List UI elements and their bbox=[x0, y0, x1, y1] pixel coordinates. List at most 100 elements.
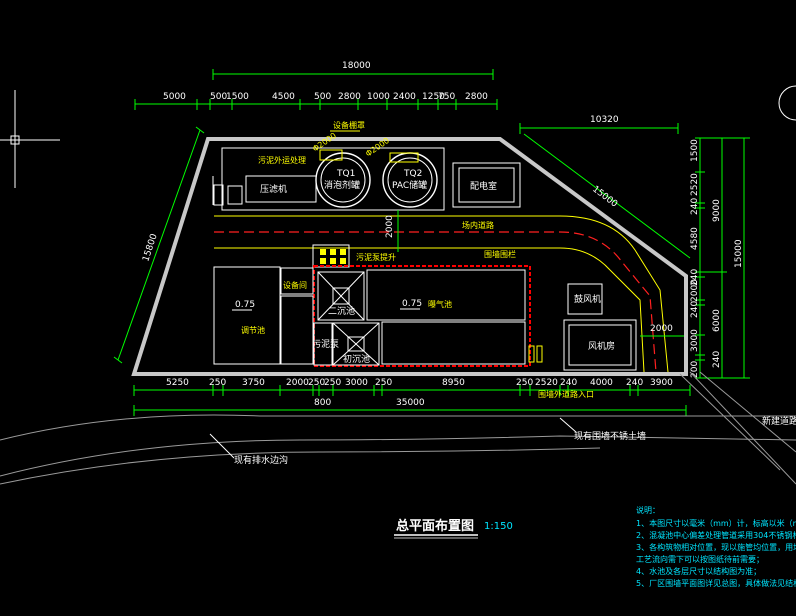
notes-heading: 说明： bbox=[636, 505, 660, 515]
note-4: 工艺流向需下可以按图纸待前需要； bbox=[636, 554, 764, 564]
sludge-pump-label: 污泥泵 bbox=[312, 338, 339, 350]
top-dimensions: 18000 5000 500 1500 4500 500 2800 1000 2… bbox=[134, 61, 679, 134]
bottom-dim-13: 4000 bbox=[590, 378, 613, 388]
right-dim-6: 2000 bbox=[690, 279, 700, 302]
right-top-dim: 10320 bbox=[590, 115, 619, 125]
bottom-dim-6: 250 bbox=[324, 378, 341, 388]
road-label: 场内道路 bbox=[462, 220, 494, 230]
blower-small[interactable]: 鼓风机 bbox=[567, 283, 603, 315]
inner-dim-h-text: 2000 bbox=[650, 324, 673, 334]
north-arrow-icon bbox=[778, 85, 796, 121]
drawing-title: 总平面布置图 1:150 bbox=[394, 518, 513, 539]
title-text: 总平面布置图 bbox=[396, 518, 474, 534]
reg-level: 0.75 bbox=[235, 300, 255, 310]
treatment-area-outline bbox=[313, 265, 531, 367]
blower-label: 风机房 bbox=[588, 340, 615, 352]
right-dim-2: 2520 bbox=[690, 173, 700, 196]
press-label: 压滤机 bbox=[260, 183, 287, 195]
bottom-dim-8: 250 bbox=[375, 378, 392, 388]
top-dim-5: 500 bbox=[314, 92, 331, 102]
tank2-id: TQ2 bbox=[403, 169, 422, 179]
clar1-label: 初沉池 bbox=[343, 353, 370, 365]
blower-room[interactable]: 风机房 bbox=[563, 319, 637, 371]
bottom-dim-total: 35000 bbox=[396, 398, 425, 408]
sludge-area-label: 污泥外运处理 bbox=[258, 155, 306, 165]
tank-tq1[interactable]: TQ1 消泡剂罐 bbox=[315, 152, 371, 208]
tank-tq2[interactable]: TQ2 PAC储罐 bbox=[382, 152, 438, 208]
top-dim-4: 4500 bbox=[272, 92, 295, 102]
left-dimension: 15800 bbox=[113, 126, 205, 364]
tank2-name: PAC储罐 bbox=[392, 179, 427, 191]
pump-label: 污泥泵提升 bbox=[356, 252, 396, 262]
tank1-name: 消泡剂罐 bbox=[324, 179, 360, 191]
right-dim-8: 6000 bbox=[712, 309, 722, 332]
ground-lines: 现有排水边沟 现有围墙不锈土墙 新建道路 bbox=[0, 371, 796, 485]
bottom-dimensions: 5250 250 3750 2000 250 250 3000 250 8950… bbox=[133, 378, 691, 416]
primary-clarifier[interactable]: 初沉池 污泥泵 bbox=[312, 322, 380, 366]
bottom-dim-7: 3000 bbox=[345, 378, 368, 388]
bottom-dim-9: 8950 bbox=[442, 378, 465, 388]
right-dim-4: 4580 bbox=[690, 227, 700, 250]
left-dim-text: 15800 bbox=[141, 232, 159, 263]
top-dim-10: 750 bbox=[438, 92, 455, 102]
tank1-id: TQ1 bbox=[336, 169, 355, 179]
clar2-label: 二沉池 bbox=[328, 305, 355, 317]
notes-block: 说明： 1、本图尺寸以毫米（mm）计，标高以米（m）计； 2、混凝池中心偏差处理… bbox=[636, 505, 796, 588]
top-dim-1: 5000 bbox=[163, 92, 186, 102]
top-dim-3: 1500 bbox=[226, 92, 249, 102]
note-3: 3、各构筑物相对位置，现以施管均位置，用场平面布置 bbox=[636, 542, 796, 552]
sludge-area[interactable]: 污泥外运处理 bbox=[221, 147, 445, 211]
road-width-dim: 2000 bbox=[385, 215, 395, 238]
aer-level: 0.75 bbox=[402, 299, 422, 309]
aeration-tank[interactable]: 0.75 曝气池 bbox=[366, 269, 526, 365]
bottom-dim-4: 2000 bbox=[286, 378, 309, 388]
left-small-units bbox=[212, 176, 243, 206]
top-dim-8: 2400 bbox=[393, 92, 416, 102]
diag-dimension: 15000 bbox=[523, 133, 691, 259]
bottom-dim-11: 2520 bbox=[535, 378, 558, 388]
filter-press[interactable]: 压滤机 bbox=[245, 175, 317, 203]
regulation-tank[interactable]: 0.75 调节池 设备间 bbox=[213, 266, 314, 365]
bottom-dim-5: 250 bbox=[308, 378, 325, 388]
internal-road: 场内道路 2000 bbox=[214, 210, 669, 373]
top-dim-7: 1000 bbox=[367, 92, 390, 102]
top-dim-9: 1250 bbox=[422, 92, 445, 102]
power-room[interactable]: 配电室 bbox=[452, 162, 521, 208]
dosing-label-group: 设备棚罩 bbox=[330, 120, 365, 132]
diag-dim-text: 15000 bbox=[590, 184, 619, 209]
top-dim-6: 2800 bbox=[338, 92, 361, 102]
pump-house[interactable]: 污泥泵提升 bbox=[312, 244, 396, 268]
note-1: 1、本图尺寸以毫米（mm）计，标高以米（m）计； bbox=[636, 518, 796, 528]
right-dim-3: 240 bbox=[690, 198, 700, 215]
bottom-dim-12: 240 bbox=[560, 378, 577, 388]
right-dimensions: 1500 2520 240 4580 240 2000 240 6000 300… bbox=[690, 137, 750, 379]
dosing-label: 设备棚罩 bbox=[333, 120, 365, 130]
right-dim-10: 240 bbox=[712, 351, 722, 368]
top-dim-11: 2800 bbox=[465, 92, 488, 102]
power-label: 配电室 bbox=[470, 180, 497, 192]
bottom-dim-15: 3900 bbox=[650, 378, 673, 388]
top-dim-2: 500 bbox=[210, 92, 227, 102]
right-outer-dim-2: 15000 bbox=[734, 239, 744, 268]
blower-small-label: 鼓风机 bbox=[574, 293, 601, 305]
bottom-dim-14: 240 bbox=[626, 378, 643, 388]
bottom-dim-10: 250 bbox=[516, 378, 533, 388]
right-outer-dim-1: 9000 bbox=[712, 199, 722, 222]
new-road-label: 新建道路 bbox=[762, 415, 796, 427]
secondary-clarifier[interactable]: 二沉池 bbox=[317, 271, 365, 321]
crosshair-cursor-icon bbox=[0, 90, 60, 188]
bottom-dim-3: 3750 bbox=[242, 378, 265, 388]
note-5: 4、水池及各层尺寸以结构图为准； bbox=[636, 566, 761, 576]
top-total-dim: 18000 bbox=[342, 61, 371, 71]
right-dim-7: 240 bbox=[690, 301, 700, 318]
tank-rings: Φ2000 Φ2000 bbox=[311, 131, 419, 163]
aeration-label: 曝气池 bbox=[428, 299, 452, 309]
note-6: 5、厂区围墙平面图详见总图，具体做法见结构图。 bbox=[636, 578, 796, 588]
note-2: 2、混凝池中心偏差处理管道采用304不锈钢材料； bbox=[636, 530, 796, 540]
inner-dim-h: 2000 bbox=[640, 324, 684, 337]
gate-markers bbox=[528, 345, 543, 363]
right-dim-11: 200 bbox=[690, 361, 700, 378]
drain-label: 现有排水边沟 bbox=[234, 454, 288, 466]
fence-label: 围墙围栏 bbox=[484, 249, 516, 259]
